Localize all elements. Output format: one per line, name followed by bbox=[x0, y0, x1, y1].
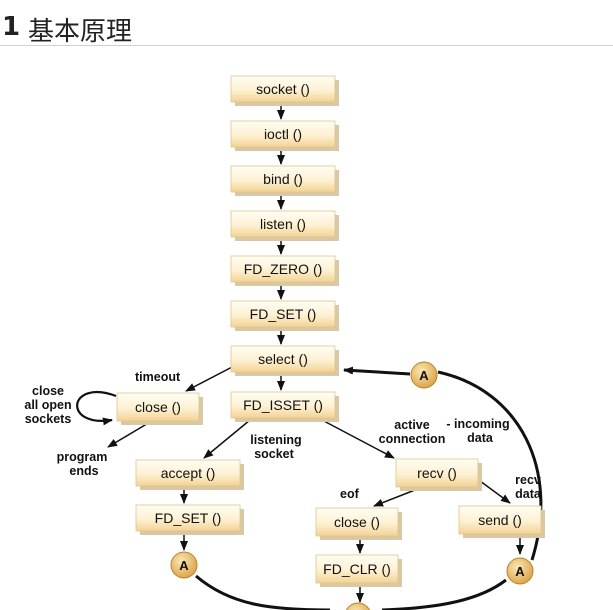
box-recv-label: recv () bbox=[417, 465, 457, 481]
box-bind-label: bind () bbox=[263, 171, 303, 187]
label-incoming-2: data bbox=[467, 431, 494, 445]
label-timeout: timeout bbox=[135, 370, 181, 384]
box-bind: bind () bbox=[230, 165, 339, 196]
arrow-select-close bbox=[185, 365, 235, 392]
box-fd-set-main-label: FD_SET () bbox=[250, 306, 317, 322]
label-eof: eof bbox=[340, 487, 360, 501]
label-listening-2: socket bbox=[254, 447, 294, 461]
connector-a-top: A bbox=[410, 361, 438, 389]
section-number: 1 bbox=[2, 12, 21, 42]
close-all-loop-arrow bbox=[76, 390, 117, 426]
box-accept: accept () bbox=[135, 459, 244, 490]
box-ioctl-label: ioctl () bbox=[264, 126, 302, 142]
arrow-fdisset-recv bbox=[321, 419, 395, 459]
label-active-1: active bbox=[394, 418, 429, 432]
box-listen-label: listen () bbox=[260, 216, 306, 232]
loop-to-select bbox=[343, 366, 411, 376]
label-close-all-3: sockets bbox=[25, 412, 72, 426]
label-recv-data-2: data bbox=[515, 487, 542, 501]
loop-bottom-right bbox=[381, 578, 507, 610]
label-recv-data-1: recv bbox=[515, 473, 541, 487]
arrow-fdisset-accept bbox=[203, 419, 251, 459]
box-select: select () bbox=[230, 345, 339, 376]
box-fd-clr: FD_CLR () bbox=[315, 554, 402, 587]
connector-a-left: A bbox=[170, 551, 198, 579]
connector-a-right-label: A bbox=[515, 564, 525, 579]
box-fd-set-main: FD_SET () bbox=[230, 300, 339, 331]
box-accept-label: accept () bbox=[161, 465, 215, 481]
box-select-label: select () bbox=[258, 351, 308, 367]
connector-a-bottom bbox=[345, 602, 371, 610]
box-socket-label: socket () bbox=[256, 81, 310, 97]
section-heading: 1 基本原理 bbox=[0, 8, 613, 47]
box-send-label: send () bbox=[478, 512, 522, 528]
label-program-ends-1: program bbox=[57, 450, 108, 464]
box-close-eof-label: close () bbox=[334, 514, 380, 530]
box-fd-isset-label: FD_ISSET () bbox=[243, 397, 323, 413]
box-fd-zero: FD_ZERO () bbox=[230, 255, 339, 286]
box-fd-set-accept: FD_SET () bbox=[135, 504, 244, 535]
label-listening-1: listening bbox=[250, 433, 301, 447]
box-ioctl: ioctl () bbox=[230, 120, 339, 151]
label-program-ends-2: ends bbox=[69, 464, 98, 478]
box-close-eof: close () bbox=[315, 507, 402, 540]
section-title: 基本原理 bbox=[28, 17, 133, 47]
box-recv: recv () bbox=[395, 458, 482, 491]
box-listen: listen () bbox=[230, 210, 339, 241]
box-fd-zero-label: FD_ZERO () bbox=[244, 261, 323, 277]
box-fd-set-accept-label: FD_SET () bbox=[155, 510, 222, 526]
connector-a-left-label: A bbox=[179, 558, 189, 573]
label-close-all-2: all open bbox=[24, 398, 71, 412]
box-close-timeout: close () bbox=[116, 392, 203, 425]
arrow-close-program-ends bbox=[107, 421, 151, 448]
box-send: send () bbox=[458, 505, 545, 538]
label-incoming-1: - incoming bbox=[446, 417, 509, 431]
box-socket: socket () bbox=[230, 75, 339, 106]
box-fd-isset: FD_ISSET () bbox=[230, 391, 339, 422]
label-close-all-1: close bbox=[32, 384, 64, 398]
box-close-timeout-label: close () bbox=[135, 399, 181, 415]
box-fd-clr-label: FD_CLR () bbox=[323, 561, 391, 577]
connector-a-right: A bbox=[506, 557, 534, 585]
connector-a-top-label: A bbox=[419, 368, 429, 383]
label-active-2: connection bbox=[379, 432, 446, 446]
loop-bottom-left bbox=[195, 574, 331, 610]
